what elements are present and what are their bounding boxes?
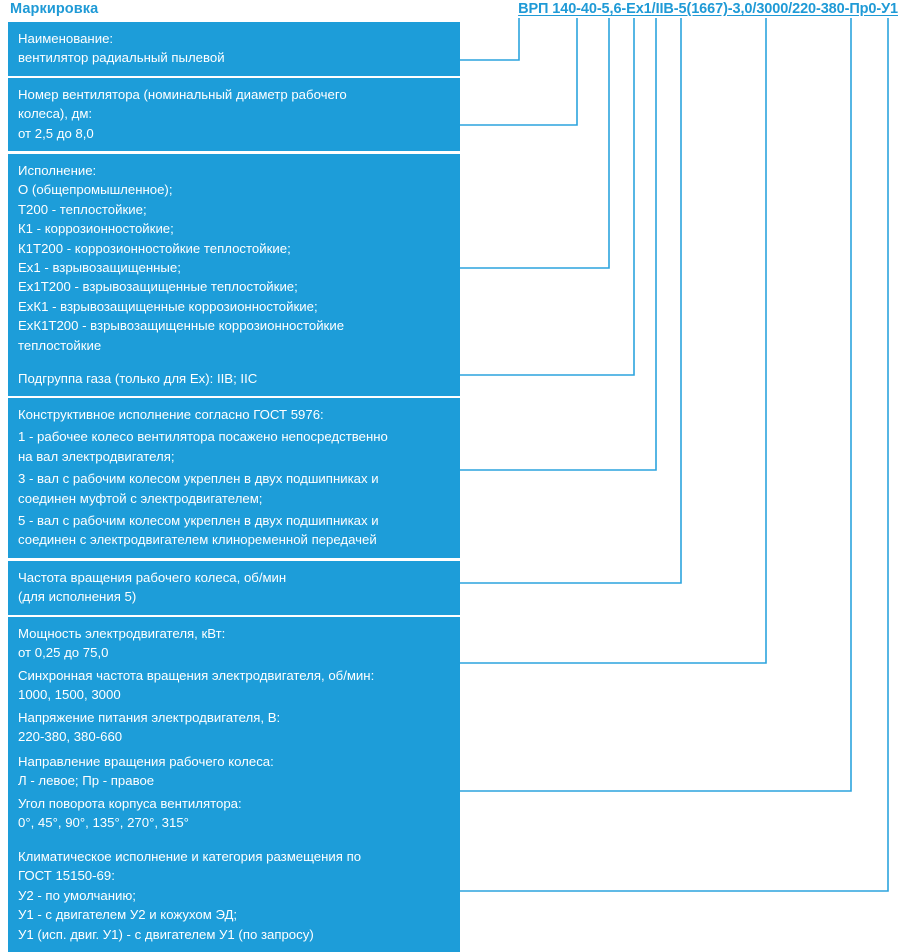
box-line: от 0,25 до 75,0	[18, 645, 109, 661]
box-line: от 2,5 до 8,0	[18, 125, 94, 141]
box-line: 5 - вал с рабочим колесом укреплен в дву…	[18, 513, 379, 529]
leader-line-9	[460, 18, 889, 892]
box-line: Мощность электродвигателя, кВт:	[18, 626, 226, 641]
box-line: Ex1 - взрывозащищенные;	[18, 260, 181, 276]
box-line: 0°, 45°, 90°, 135°, 270°, 315°	[18, 815, 189, 831]
box-line: ExК1Т200 - взрывозащищенные коррозионнос…	[18, 318, 345, 334]
box-line: Наименование:	[18, 31, 114, 46]
box-line: Л - левое; Пр - правое	[18, 773, 155, 789]
box-line: Угол поворота корпуса вентилятора:	[18, 795, 242, 811]
box-line: соединен с электродвигателем клиноременн…	[18, 532, 377, 548]
box-line: (для исполнения 5)	[18, 589, 137, 605]
box-line: ExК1 - взрывозащищенные коррозионностойк…	[18, 298, 318, 314]
leader-line-4	[460, 18, 635, 376]
box-line: Т200 - теплостойкие;	[18, 201, 147, 217]
box-line: 220-380, 380-660	[18, 729, 123, 745]
box-line: Направление вращения рабочего колеса:	[18, 754, 274, 769]
box-line: 3 - вал с рабочим колесом укреплен в дву…	[18, 471, 379, 487]
leader-line-1	[460, 18, 520, 61]
leader-line-8	[460, 18, 852, 792]
box-line: ГОСТ 15150-69:	[18, 868, 115, 884]
leader-line-6	[460, 18, 682, 584]
box-line: Номер вентилятора (номинальный диаметр р…	[18, 87, 347, 102]
box-line: соединен муфтой с электродвигателем;	[18, 490, 263, 506]
execution-box: Исполнение: О (общепромышленное); Т200 -…	[8, 154, 460, 364]
box-line: колеса), дм:	[18, 106, 93, 122]
box-line: Ex1Т200 - взрывозащищенные теплостойкие;	[18, 279, 298, 295]
box-line: 1 - рабочее колесо вентилятора посажено …	[18, 429, 388, 445]
box-line: вентилятор радиальный пылевой	[18, 50, 225, 66]
box-line: Синхронная частота вращения электродвига…	[18, 667, 375, 683]
impeller-speed-box: Частота вращения рабочего колеса, об/мин…	[8, 561, 460, 615]
gas-subgroup-box: Подгруппа газа (только для Ex): IIВ; IIC	[8, 362, 460, 397]
marking-code-string: ВРП 140-40-5,6-Ex1/IIВ-5(1667)-3,0/3000/…	[518, 1, 898, 17]
box-line: У1 (исп. двиг. У1) - с двигателем У1 (по…	[18, 926, 314, 942]
box-line: Исполнение:	[18, 163, 97, 178]
page-title: Маркировка	[10, 1, 99, 17]
box-line: К1 - коррозионностойкие;	[18, 221, 174, 237]
box-line: Подгруппа газа (только для Ex): IIВ; IIC	[18, 371, 258, 386]
leader-line-7	[460, 18, 767, 664]
box-line: теплостойкие	[18, 337, 102, 353]
box-line: О (общепромышленное);	[18, 182, 173, 198]
box-line: У1 - с двигателем У2 и кожухом ЭД;	[18, 907, 238, 923]
fan-number-box: Номер вентилятора (номинальный диаметр р…	[8, 78, 460, 152]
box-line: Климатическое исполнение и категория раз…	[18, 849, 362, 864]
construction-box: Конструктивное исполнение согласно ГОСТ …	[8, 398, 460, 558]
rotation-direction-box: Направление вращения рабочего колеса: Л …	[8, 745, 460, 841]
box-line: Конструктивное исполнение согласно ГОСТ …	[18, 407, 324, 422]
box-line: У2 - по умолчанию;	[18, 887, 136, 903]
motor-power-box: Мощность электродвигателя, кВт: от 0,25 …	[8, 617, 460, 755]
box-line: Напряжение питания электродвигателя, В:	[18, 709, 281, 725]
box-line: 1000, 1500, 3000	[18, 687, 121, 703]
leader-line-3	[460, 18, 610, 269]
leader-line-2	[460, 18, 578, 126]
climate-category-box: Климатическое исполнение и категория раз…	[8, 840, 460, 952]
box-line: Частота вращения рабочего колеса, об/мин	[18, 570, 287, 585]
box-line: на вал электродвигателя;	[18, 448, 175, 464]
name-box: Наименование: вентилятор радиальный пыле…	[8, 22, 460, 76]
leader-line-5	[460, 18, 657, 471]
box-line: К1Т200 - коррозионностойкие теплостойкие…	[18, 240, 291, 256]
